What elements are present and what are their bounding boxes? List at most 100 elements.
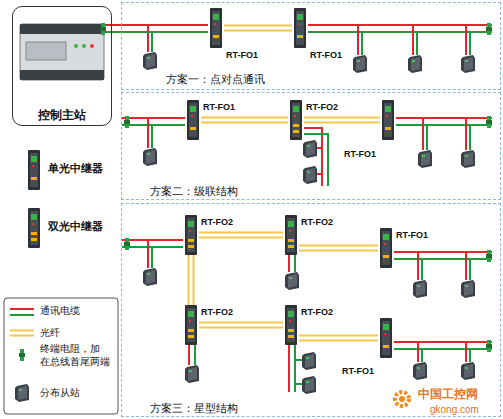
bus-wires [151, 247, 153, 268]
watermark-gear [395, 392, 409, 406]
bus-wires [357, 25, 359, 55]
terminator-symbol [124, 23, 492, 352]
bus-wires [151, 125, 153, 148]
repeater-node: RT-FO1 [292, 8, 308, 48]
bus-wires [288, 345, 290, 392]
dual-repeater-icon [283, 215, 299, 255]
repeater-node: RT-FO2 [283, 215, 299, 255]
fiber-inner [199, 234, 283, 237]
slave-station [408, 55, 422, 73]
bus-wires [147, 240, 149, 268]
legend-samples [19, 349, 25, 361]
fiber-connector [224, 28, 292, 29]
plc-illustration [100, 23, 106, 35]
terminator-symbol [124, 116, 130, 128]
plc-illustration [90, 44, 94, 48]
single-repeater-icon [185, 100, 201, 140]
slave-station [143, 52, 475, 394]
scheme-caption: 方案二：级联结构 [150, 184, 238, 199]
plc-illustration [26, 42, 66, 60]
bus-wires [394, 251, 492, 253]
bus-wires [122, 124, 185, 126]
bus-wires [394, 341, 492, 343]
bus-wires [122, 25, 492, 392]
slave-station [143, 148, 157, 166]
slave-station [413, 362, 427, 380]
legend-text: 通讯电缆 [40, 305, 80, 318]
repeater-symbol [210, 8, 222, 48]
fiber-connector [304, 120, 380, 121]
slave-station [461, 280, 475, 298]
station-label: 控制主站 [13, 107, 111, 124]
repeater-symbol [290, 100, 302, 140]
slave-station [185, 365, 199, 383]
cable-green-wire [112, 31, 208, 33]
bus-wires [469, 125, 471, 150]
slave-station [302, 352, 316, 370]
bus-wires [308, 24, 492, 26]
repeater-node: RT-FO1 [378, 318, 394, 358]
bus-wires [465, 342, 467, 362]
fiber-connector [199, 325, 283, 326]
dual-repeater-icon [183, 305, 199, 345]
bus-wires [417, 342, 419, 362]
bus-wires [422, 118, 424, 150]
bus-wires [469, 349, 471, 362]
fiber-outer [199, 232, 283, 239]
legend-samples [4, 298, 118, 414]
bus-wires [294, 255, 296, 272]
legend-entry: 分布从站 [40, 387, 80, 400]
bus-wires [295, 383, 302, 385]
bus-wires [465, 252, 467, 280]
watermark-gear [395, 392, 409, 406]
watermark-text: gkong.com [430, 404, 479, 415]
plc-illustration [104, 24, 112, 26]
model-label: RT-FO2 [201, 307, 233, 317]
repeater-symbol [285, 215, 297, 255]
bus-wires [416, 32, 418, 55]
single-repeater-icon [380, 100, 396, 140]
bus-wires [394, 258, 492, 260]
bus-wires [304, 134, 328, 186]
bus-wires [412, 25, 414, 55]
legend-entry: 光纤 [40, 327, 60, 340]
fiber-outer [201, 117, 288, 124]
repeater-node: RT-FO2 [183, 215, 199, 255]
bus-wires [147, 118, 149, 148]
slave-station [461, 150, 475, 168]
legend-samples [28, 208, 40, 248]
plc-illustration [20, 24, 104, 80]
legend-samples [28, 150, 40, 190]
model-label: RT-FO2 [301, 307, 333, 317]
legend-entry: 双光中继器 [48, 220, 103, 234]
scheme-caption: 方案三：星型结构 [150, 401, 238, 416]
fiber-connector [299, 338, 378, 339]
legend-entry: 通讯电缆 [40, 305, 80, 318]
repeater-symbol [185, 305, 197, 345]
bus-wires [421, 259, 423, 280]
watermark-text: 中国工控网 [418, 388, 478, 401]
fiber-outer [188, 255, 195, 305]
bus-wires [147, 25, 149, 52]
bus-wires [151, 32, 153, 52]
model-label: RT-FO1 [310, 50, 342, 60]
single-repeater-icon [208, 8, 224, 48]
bus-wires [469, 259, 471, 280]
repeater-node: RT-FO1 [378, 228, 394, 268]
slave-station [353, 55, 367, 73]
fiber-outer [224, 25, 292, 32]
terminator-symbol [486, 250, 492, 262]
slave-station [461, 55, 475, 73]
legend-samples [4, 150, 118, 414]
plc-illustration [74, 44, 78, 48]
bus-wires [465, 118, 467, 150]
bus-wires [122, 117, 185, 119]
bus-wires [288, 255, 290, 272]
bus-wires [317, 147, 322, 149]
plc-illustration [104, 31, 112, 33]
fiber-outer [299, 335, 378, 342]
model-label: RT-FO1 [203, 102, 235, 112]
bus-wires [317, 173, 322, 175]
dual-repeater-icon [288, 100, 304, 140]
model-label: RT-FO1 [342, 366, 374, 376]
